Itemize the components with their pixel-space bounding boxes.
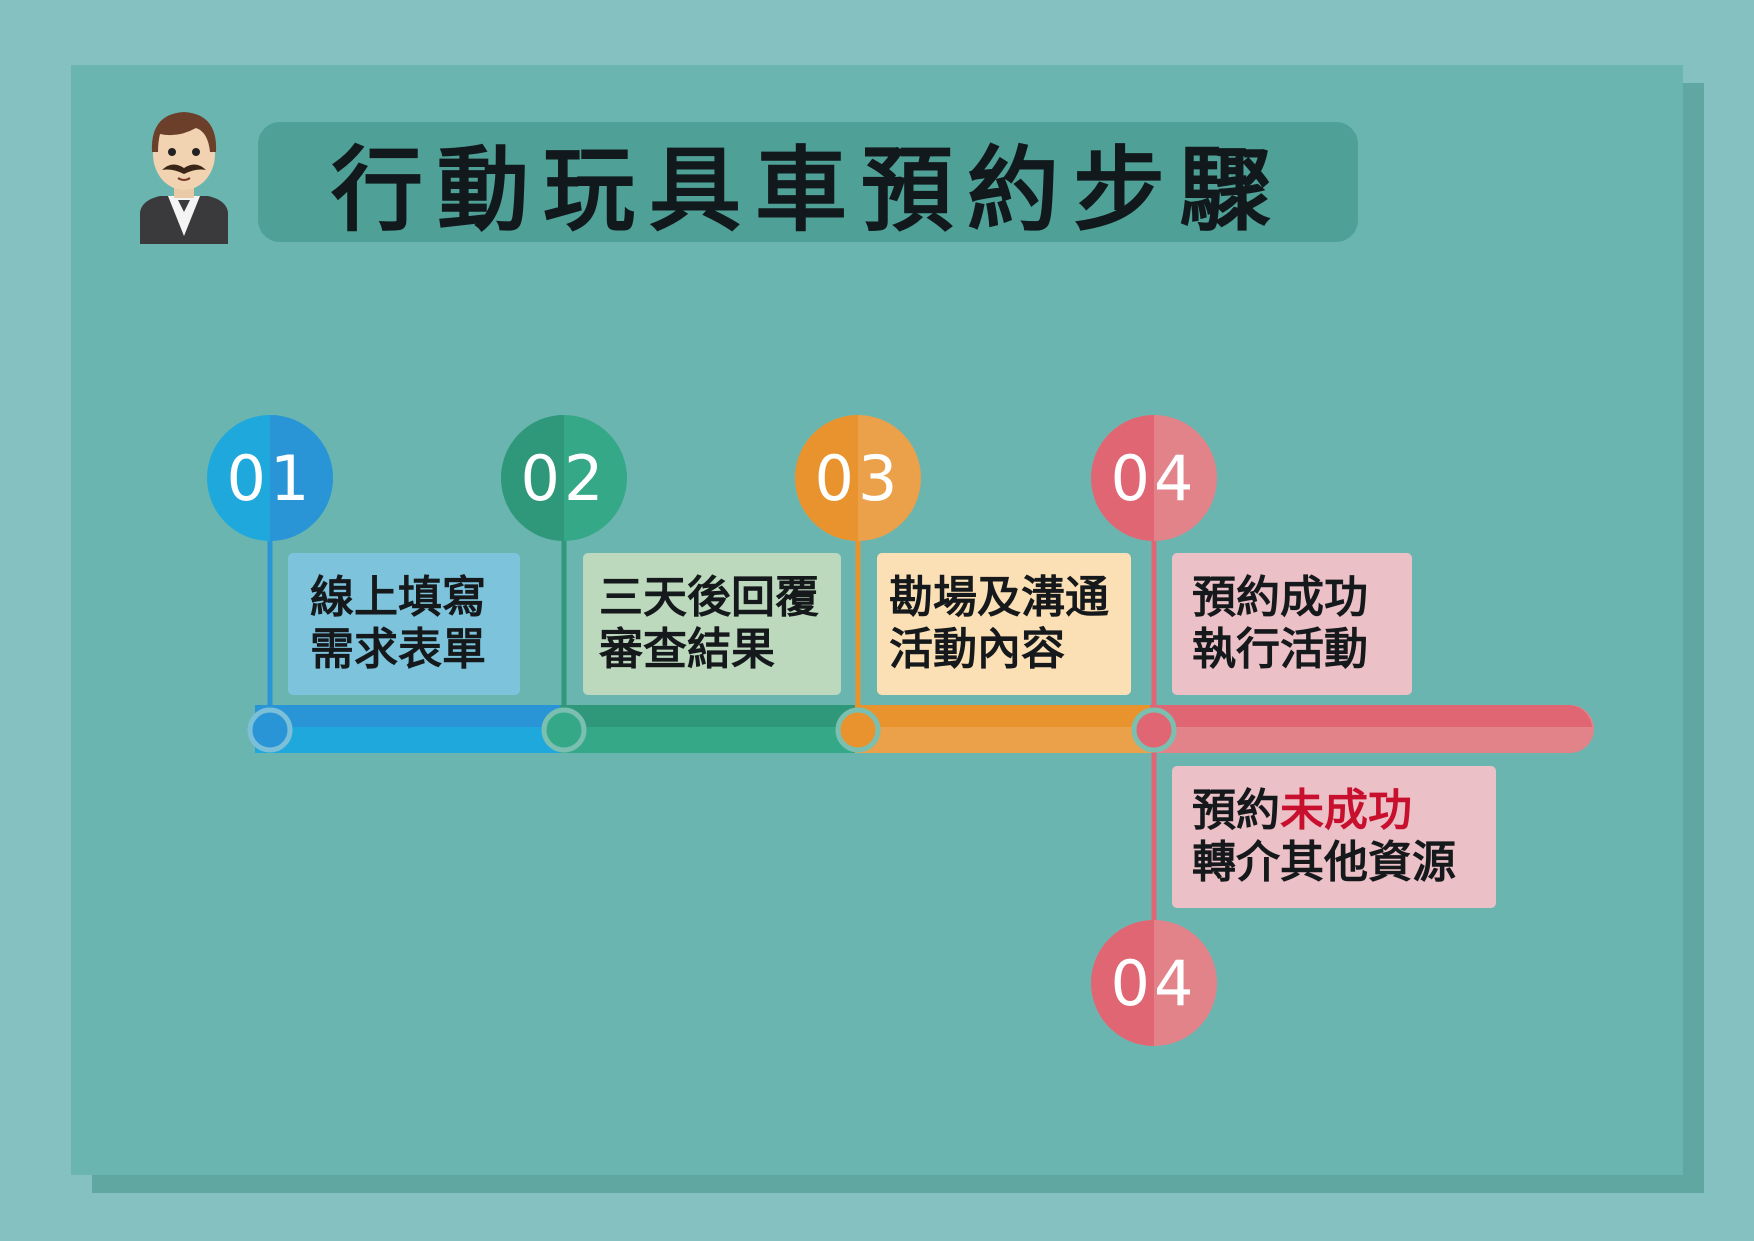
timeline-bar-segment-1-dark bbox=[255, 705, 565, 727]
step-3-line-2: 活動內容 bbox=[889, 624, 1065, 675]
number-circle-2 bbox=[501, 415, 627, 541]
step-4-line-2: 執行活動 bbox=[1192, 624, 1368, 675]
step-number-3: 03 bbox=[814, 441, 902, 515]
step-box-4: 預約成功 執行活動 bbox=[1172, 553, 1412, 695]
avatar-icon bbox=[140, 112, 228, 244]
step-3-line-1: 勘場及溝通 bbox=[889, 572, 1109, 624]
step-2-line-1: 三天後回覆 bbox=[599, 572, 819, 624]
step-2-line-2: 審查結果 bbox=[599, 624, 775, 675]
number-circle-4 bbox=[1091, 415, 1217, 541]
step-1-line-2: 需求表單 bbox=[310, 624, 486, 675]
alt-step-line-1: 預約未成功 bbox=[1192, 785, 1496, 837]
step-number-2: 02 bbox=[520, 441, 608, 515]
alt-step-highlight: 未成功 bbox=[1280, 785, 1412, 837]
alt-step-line-2: 轉介其他資源 bbox=[1192, 837, 1456, 888]
bar-node-4 bbox=[1131, 707, 1177, 753]
step-box-4-alt: 預約未成功 轉介其他資源 bbox=[1172, 766, 1496, 908]
bar-node-3 bbox=[835, 707, 881, 753]
step-number-4-alt: 04 bbox=[1110, 946, 1198, 1020]
page-title: 行動玩具車預約步驟 bbox=[330, 136, 1285, 244]
step-number-1: 01 bbox=[226, 441, 314, 515]
bar-node-2 bbox=[541, 707, 587, 753]
timeline-bar-segment-4-dark bbox=[1150, 705, 1592, 727]
step-box-2: 三天後回覆 審查結果 bbox=[583, 553, 841, 695]
bar-node-1 bbox=[247, 707, 293, 753]
number-circle-3 bbox=[795, 415, 921, 541]
step-1-line-1: 線上填寫 bbox=[310, 572, 486, 624]
timeline-bar-segment-3-dark bbox=[855, 705, 1155, 727]
timeline-bar-segment-2-dark bbox=[560, 705, 860, 727]
step-number-4: 04 bbox=[1110, 441, 1198, 515]
number-circle-1 bbox=[207, 415, 333, 541]
step-box-3: 勘場及溝通 活動內容 bbox=[877, 553, 1131, 695]
title-banner: 行動玩具車預約步驟 bbox=[258, 122, 1358, 244]
number-circle-4-alt bbox=[1091, 920, 1217, 1046]
step-4-line-1: 預約成功 bbox=[1192, 572, 1368, 624]
alt-step-prefix: 預約 bbox=[1192, 785, 1280, 837]
step-box-1: 線上填寫 需求表單 bbox=[288, 553, 520, 695]
